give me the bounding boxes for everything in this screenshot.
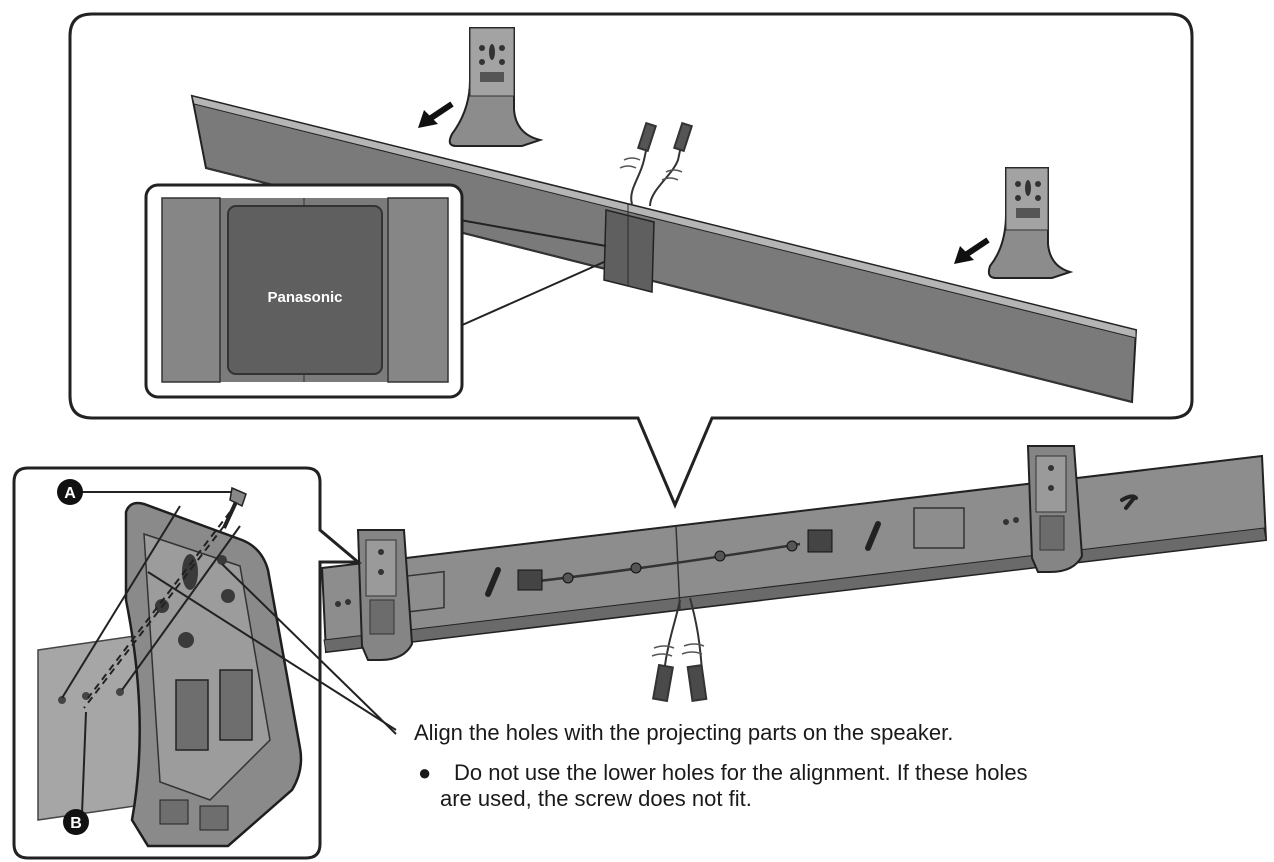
speaker-stand-bottom-right [1026, 445, 1084, 573]
speaker-stand-bottom-left [356, 529, 414, 661]
brand-logo-text: Panasonic [267, 289, 342, 306]
logo-zoom-inset [144, 183, 607, 399]
callout-a: A [57, 479, 232, 505]
alignment-guides [61, 505, 397, 815]
instruction-bullet-line1: Do not use the lower holes for the align… [454, 760, 1028, 785]
instruction-bullet-line2: are used, the screw does not fit. [440, 786, 752, 811]
speaker-bar-bottom [320, 454, 1268, 654]
callout-a-label: A [64, 485, 76, 502]
arrow-top-right [954, 237, 990, 264]
detail-stand-bracket [124, 501, 303, 848]
bullet-dot: ● [418, 760, 432, 785]
speaker-cables-top [619, 121, 694, 207]
callout-b: B [63, 809, 89, 835]
callout-b-label: B [70, 815, 82, 832]
screw-icon [222, 486, 247, 529]
arrow-top-left [418, 101, 454, 128]
instruction-main: Align the holes with the projecting part… [414, 720, 954, 745]
speaker-bar-top [190, 94, 1138, 404]
instruction-bullet: ● Do not use the lower holes for the alig… [418, 760, 1238, 786]
speaker-cables-bottom [651, 597, 708, 703]
speaker-stand-top-right [987, 167, 1074, 279]
speaker-stand-top-left [448, 27, 544, 147]
